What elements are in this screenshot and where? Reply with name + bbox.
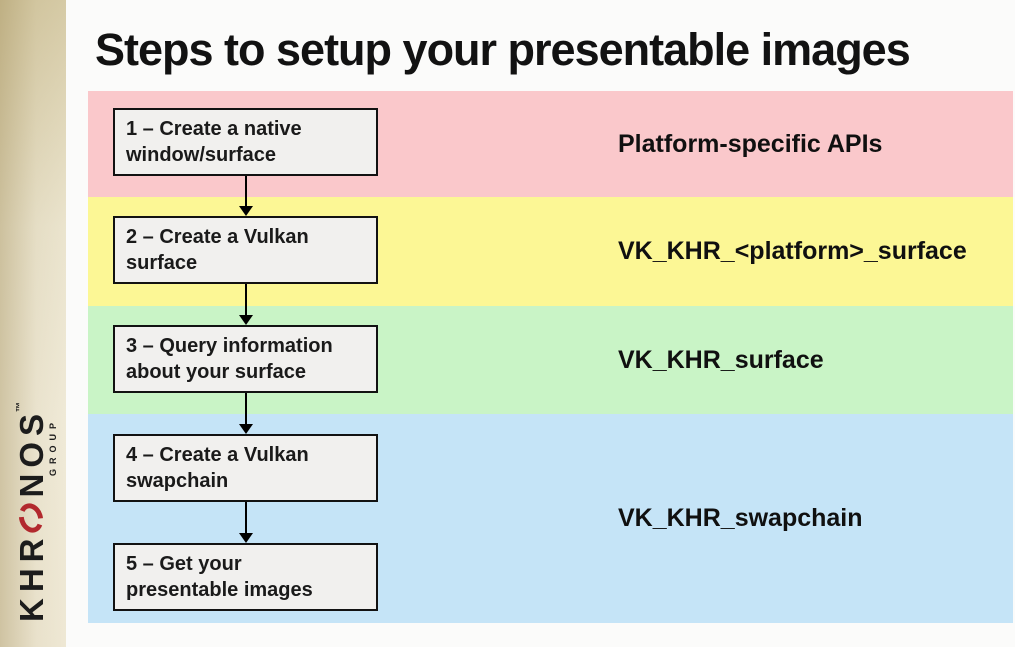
step-1-line-2: window/surface xyxy=(126,144,277,166)
step-3-line-1: 3 – Query information xyxy=(126,335,333,357)
logo-text-pre: KHR xyxy=(12,532,50,623)
flow-arrow-3-icon xyxy=(239,393,253,434)
arrow-shaft xyxy=(245,176,247,206)
swirl-ellipse xyxy=(18,502,44,533)
flow-step-5-box: 5 – Get your presentable images xyxy=(113,543,378,611)
step-3-line-2: about your surface xyxy=(126,361,307,383)
arrow-shaft xyxy=(245,284,247,315)
logo-text-post: NOS xyxy=(12,408,50,498)
arrow-shaft xyxy=(245,393,247,424)
khronos-logo: KHR NOS ™ GROUP xyxy=(8,377,58,647)
slide-title: Steps to setup your presentable images xyxy=(95,24,911,75)
flow-step-4-box: 4 – Create a Vulkan swapchain xyxy=(113,434,378,502)
trademark-symbol: ™ xyxy=(14,402,26,412)
flow-step-3-box: 3 – Query information about your surface xyxy=(113,325,378,393)
band-label-khr-surface: VK_KHR_surface xyxy=(618,345,824,374)
sidebar: KHR NOS ™ GROUP xyxy=(0,0,66,647)
step-4-line-2: swapchain xyxy=(126,470,229,492)
arrow-head xyxy=(239,533,253,543)
flow-step-2-box: 2 – Create a Vulkan surface xyxy=(113,216,378,284)
step-4-line-1: 4 – Create a Vulkan xyxy=(126,444,309,466)
arrow-head xyxy=(239,206,253,216)
band-label-platform-apis: Platform-specific APIs xyxy=(618,129,883,158)
flow-arrow-1-icon xyxy=(239,176,253,216)
band-label-khr-swapchain: VK_KHR_swapchain xyxy=(618,504,863,532)
step-5-line-2: presentable images xyxy=(126,579,313,601)
arrow-head xyxy=(239,424,253,434)
khronos-swirl-o-icon xyxy=(18,502,44,533)
step-2-line-2: surface xyxy=(126,252,198,274)
arrow-head xyxy=(239,315,253,325)
flow-arrow-2-icon xyxy=(239,284,253,325)
band-label-khr-platform-surface: VK_KHR_<platform>_surface xyxy=(618,237,967,265)
step-2-line-1: 2 – Create a Vulkan xyxy=(126,226,309,248)
logo-group-text: GROUP xyxy=(47,418,58,477)
flow-step-1-box: 1 – Create a native window/surface xyxy=(113,108,378,176)
arrow-shaft xyxy=(245,502,247,533)
khronos-logo-inner: KHR NOS ™ GROUP xyxy=(12,402,58,623)
flow-arrow-4-icon xyxy=(239,502,253,543)
step-1-line-1: 1 – Create a native xyxy=(126,118,302,140)
step-5-line-1: 5 – Get your xyxy=(126,553,242,575)
